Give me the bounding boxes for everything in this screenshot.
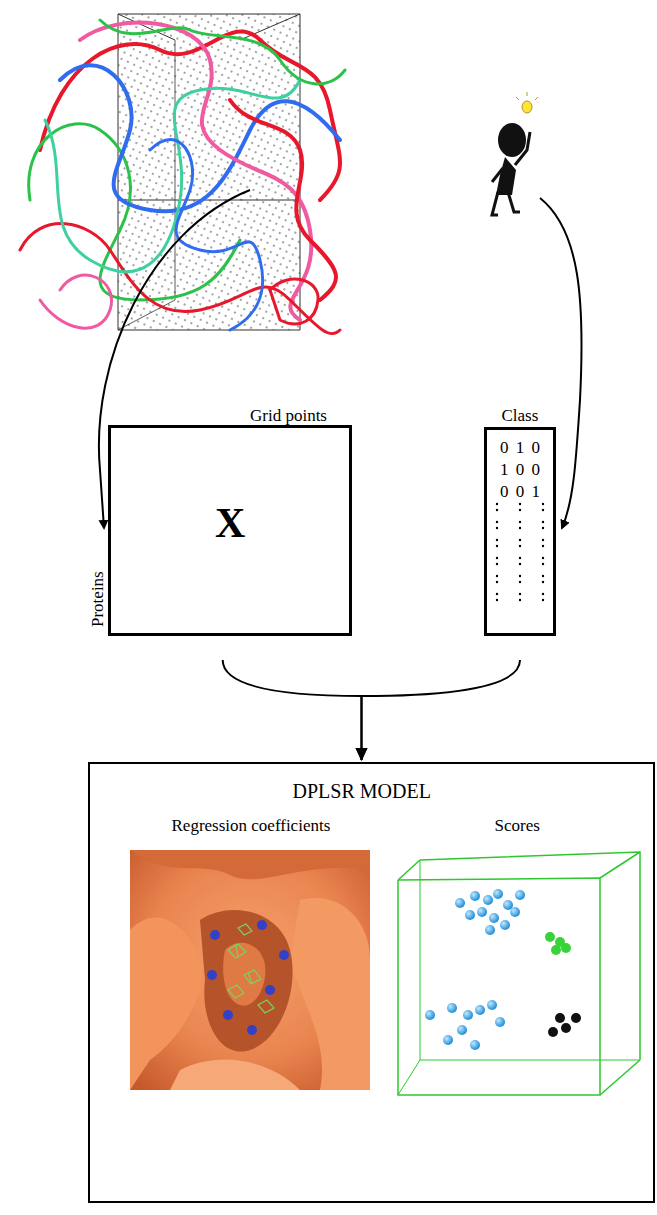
matrix-symbol: X	[215, 499, 245, 547]
model-panel: DPLSR MODEL Regression coefficients Scores	[88, 762, 655, 1203]
thinking-figure	[492, 92, 538, 215]
matrix-dots	[496, 503, 544, 601]
class-row: 0 0 1	[500, 482, 540, 502]
score-points	[425, 889, 581, 1050]
surface-picture	[130, 850, 370, 1090]
merge-arrow	[362, 660, 521, 760]
picture-caption: Regression coefficients	[172, 816, 331, 836]
axis-heading: Grid points	[250, 406, 327, 426]
picture-caption: Scores	[495, 816, 540, 836]
merge-arrow	[223, 660, 362, 760]
class-row: 1 0 0	[500, 460, 540, 480]
class-heading: Class	[502, 406, 539, 426]
data-matrix-box: Grid pointsXProteins	[108, 425, 352, 636]
score-cube	[398, 852, 640, 1095]
class-matrix-box: Class0 1 01 0 00 0 1	[484, 427, 556, 636]
protein-ribbons	[20, 20, 345, 334]
class-row: 0 1 0	[500, 438, 540, 458]
leader-arrow	[540, 198, 582, 528]
leader-arrow	[99, 190, 250, 528]
panel-title: DPLSR MODEL	[293, 780, 431, 803]
axis-heading: Proteins	[88, 571, 108, 627]
